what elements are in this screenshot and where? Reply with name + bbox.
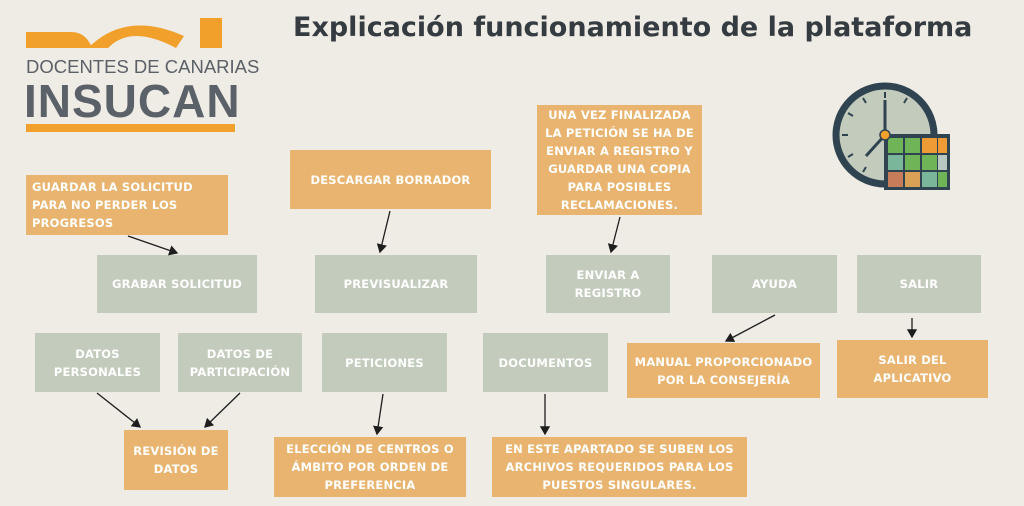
ayuda-button[interactable]: AYUDA (712, 255, 837, 313)
arrow (127, 235, 179, 256)
note-salir: SALIR DEL APLICATIVO (837, 340, 988, 398)
note-eleccion: ELECCIÓN DE CENTROS O ÁMBITO POR ORDEN D… (274, 437, 466, 497)
grabar-solicitud-button[interactable]: GRABAR SOLICITUD (97, 255, 257, 313)
note-revision: REVISIÓN DE DATOS (124, 430, 228, 490)
datos-participacion-button[interactable]: DATOS DE PARTICIPACIÓN (178, 333, 302, 392)
arrow (376, 210, 391, 254)
insucan-logo: DOCENTES DE CANARIAS INSUCAN (24, 16, 259, 134)
logo-arc-icon (26, 18, 222, 48)
note-descargar: DESCARGAR BORRADOR (290, 150, 491, 209)
datos-personales-button[interactable]: DATOS PERSONALES (35, 333, 160, 392)
enviar-registro-button[interactable]: ENVIAR A REGISTRO (546, 255, 670, 313)
documentos-button[interactable]: DOCUMENTOS (483, 333, 608, 392)
note-guardar: GUARDAR LA SOLICITUD PARA NO PERDER LOS … (26, 175, 228, 235)
arrow (373, 393, 384, 436)
salir-button[interactable]: SALIR (857, 255, 981, 313)
note-enviar: UNA VEZ FINALIZADA LA PETICIÓN SE HA DE … (537, 105, 702, 215)
clock-calendar-icon (832, 82, 950, 190)
note-manual: MANUAL PROPORCIONADO POR LA CONSEJERÍA (627, 343, 820, 398)
logo-underline (26, 124, 235, 132)
arrow (204, 392, 241, 428)
peticiones-button[interactable]: PETICIONES (322, 333, 447, 392)
page-title: Explicación funcionamiento de la platafo… (293, 12, 973, 43)
logo-subtitle: DOCENTES DE CANARIAS (26, 56, 260, 77)
arrow (724, 314, 776, 342)
arrow (607, 216, 621, 254)
previsualizar-button[interactable]: PREVISUALIZAR (315, 255, 477, 313)
logo-name: INSUCAN (24, 75, 241, 127)
note-documentos: EN ESTE APARTADO SE SUBEN LOS ARCHIVOS R… (492, 437, 747, 497)
arrow (96, 392, 142, 428)
